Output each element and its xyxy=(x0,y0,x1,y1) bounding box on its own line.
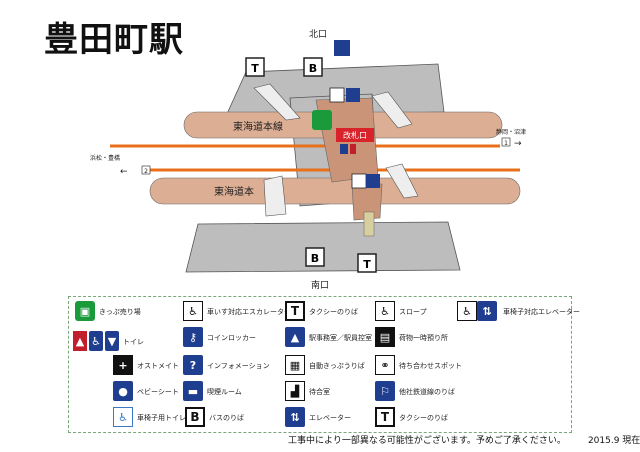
information-icon: ? xyxy=(183,355,203,375)
ticket-gate-label: 改札口 xyxy=(343,130,367,140)
wheelchair-escalator-icon: ♿ xyxy=(183,301,203,321)
legend-baggage-storage: 荷物一時預り所 xyxy=(399,334,448,342)
legend-station-office: 駅事務室／駅員控室 xyxy=(309,334,372,342)
taxi-marker-south xyxy=(357,253,377,273)
meeting-spot-icon: ⚭ xyxy=(375,355,395,375)
station-title: 豊田町駅 xyxy=(44,20,184,60)
baggage-storage-icon: ▤ xyxy=(375,327,395,347)
elevator-icon-2 xyxy=(366,174,380,188)
ticket-machine-icon: ▣ xyxy=(75,301,95,321)
legend-wheelchair-elevator: 車椅子対応エレベーター xyxy=(503,308,580,316)
legend-information: インフォメーション xyxy=(207,362,270,370)
footer: 工事中により一部異なる可能性がございます。予めご了承ください。 2015.9 現在 xyxy=(288,433,640,446)
track-1-num: 1 xyxy=(504,140,508,147)
toilet-male-icon: ▼ xyxy=(105,331,119,351)
wheelchair-elevator-icon-a: ♿ xyxy=(457,301,477,321)
smoking-room-icon: ▬ xyxy=(183,381,203,401)
legend-auto-ticket-gate: 自動きっぷうりば xyxy=(309,362,365,370)
legend-baby-seat: ベビーシート xyxy=(137,388,179,396)
arrow-west-icon: ← xyxy=(120,167,128,177)
footer-notice: 工事中により一部異なる可能性がございます。予めご了承ください。 xyxy=(288,436,566,446)
south-exit-label: 南口 xyxy=(311,279,329,291)
coin-locker-icon: ⚷ xyxy=(183,327,203,347)
stairs-se xyxy=(385,163,419,199)
bus-stop-icon: B xyxy=(185,407,205,427)
bus-marker-south-label: B xyxy=(311,252,319,265)
bus-marker-north-label: B xyxy=(309,62,317,75)
toilet-icon-map xyxy=(340,144,348,154)
line-label-lower: 東海道本 xyxy=(214,185,254,198)
wheelchair-toilet-icon: ♿ xyxy=(113,407,133,427)
dir-east-label: 静岡・沼津 xyxy=(496,128,526,136)
taxi-marker-north-label: T xyxy=(251,62,259,75)
stairs-nw xyxy=(253,83,301,121)
bus-marker-north xyxy=(303,57,323,77)
legend-other-rail: 他社鉄道線のりば xyxy=(399,388,455,396)
legend-taxi-stop: タクシーのりば xyxy=(309,308,358,316)
elevator-icon xyxy=(346,88,360,102)
elevator-icon: ⇅ xyxy=(285,407,305,427)
stairs-sw xyxy=(263,175,287,217)
taxi-marker-north xyxy=(245,57,265,77)
line-label-upper: 東海道本線 xyxy=(233,120,283,133)
slope-icon: ♿ xyxy=(375,301,395,321)
toilet-accessible-icon: ♿ xyxy=(89,331,103,351)
legend: ▣ きっぷ売り場 ▲ ♿ ▼ トイレ + オストメイト ● ベビーシート ♿ 車… xyxy=(68,296,580,433)
taxi-stop-icon-2: T xyxy=(375,407,395,427)
stairs-ne xyxy=(371,91,413,129)
arrow-east-icon: → xyxy=(514,139,522,149)
wheelchair-elev-icon xyxy=(351,173,367,189)
taxi-marker-south-label: T xyxy=(363,258,371,271)
waiting-room-icon: ▟ xyxy=(285,381,305,401)
other-rail-icon xyxy=(334,40,350,56)
legend-bus-stop: バスのりば xyxy=(209,414,244,422)
legend-wheelchair-escalator: 車いす対応エスカレーター xyxy=(207,308,291,316)
north-exit-label: 北口 xyxy=(309,29,327,40)
dir-west-label: 浜松・豊橋 xyxy=(90,154,120,162)
legend-elevator: エレベーター xyxy=(309,414,351,422)
wheelchair-elevator-icon-b: ⇅ xyxy=(477,301,497,321)
ticket-gate-box xyxy=(336,128,374,142)
legend-coin-locker: コインロッカー xyxy=(207,334,256,342)
legend-smoking-room: 喫煙ルーム xyxy=(207,388,242,396)
ostomate-icon: + xyxy=(113,355,133,375)
ticket-machine-icon xyxy=(312,110,332,130)
track-2-num: 2 xyxy=(144,168,148,175)
station-map: 改札口 東海道本線 東海道本 北口 南口 静岡・沼津 1 → 浜松・豊橋 ← 2… xyxy=(90,29,526,291)
baby-seat-icon: ● xyxy=(113,381,133,401)
toilet-female-icon: ▲ xyxy=(73,331,87,351)
legend-meeting-spot: 待ち合わせスポット xyxy=(399,362,462,370)
auto-ticket-icon: ▦ xyxy=(285,355,305,375)
legend-waiting-room: 待合室 xyxy=(309,388,330,396)
legend-wheelchair-toilet: 車椅子用トイレ xyxy=(137,414,186,422)
station-office-icon: ▲ xyxy=(285,327,305,347)
legend-toilet: トイレ xyxy=(123,338,144,346)
toilet-icon-map-f xyxy=(350,144,356,154)
taxi-stop-icon: T xyxy=(285,301,305,321)
wheelchair-escalator-icon xyxy=(329,87,345,103)
bus-marker-south xyxy=(305,247,325,267)
other-rail-icon: ⚐ xyxy=(375,381,395,401)
legend-ticket-machine: きっぷ売り場 xyxy=(99,308,141,316)
legend-ostomate: オストメイト xyxy=(137,362,179,370)
legend-taxi-stop-2: タクシーのりば xyxy=(399,414,448,422)
footer-date: 2015.9 現在 xyxy=(587,436,640,446)
legend-slope: スロープ xyxy=(399,308,427,316)
